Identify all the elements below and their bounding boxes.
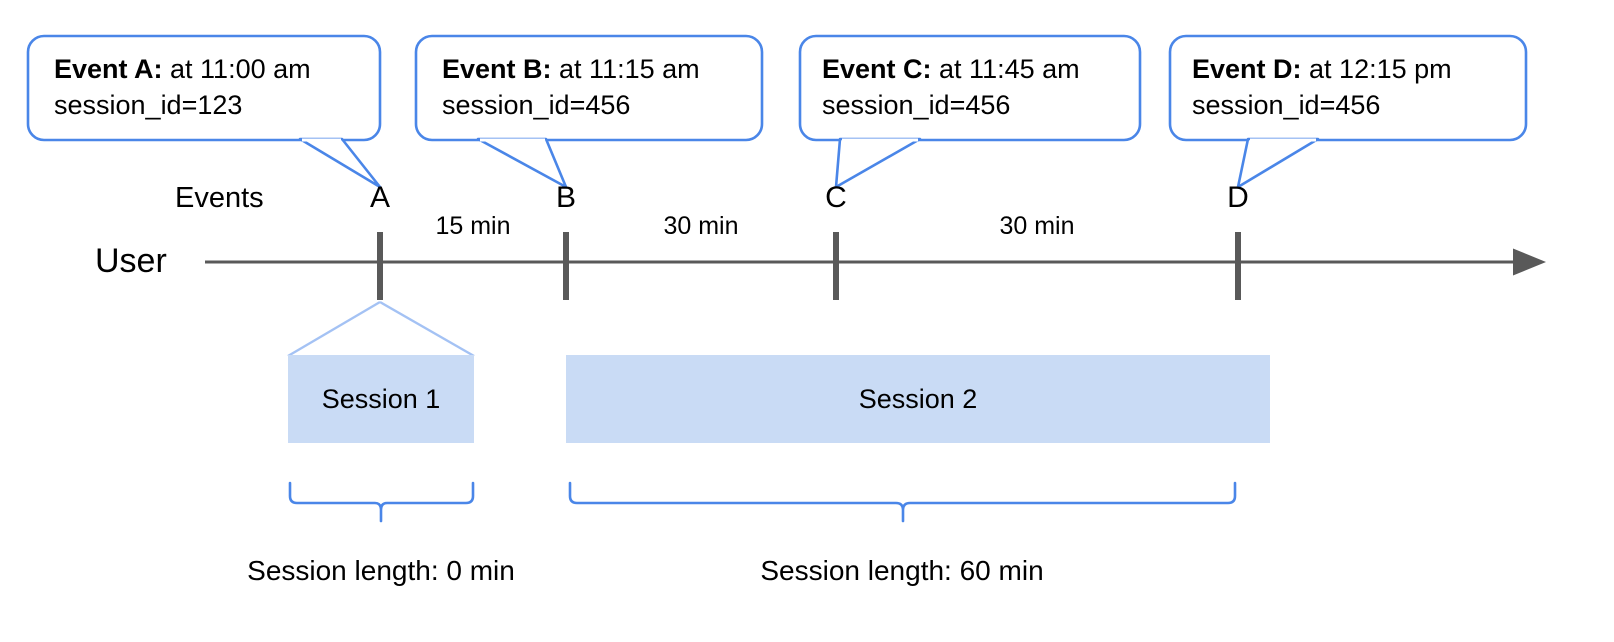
callout-a-tail (298, 137, 382, 189)
callout-b-tail (476, 137, 568, 189)
session-2-brace (568, 481, 1237, 523)
callout-b-lead: Event B: (442, 54, 552, 84)
gap-label-bc: 30 min (663, 212, 739, 240)
callout-a-shape (26, 34, 382, 189)
callout-a-line1: Event A: at 11:00 am (54, 52, 311, 88)
session-1-bar (288, 355, 474, 443)
callout-c-shape (798, 34, 1142, 189)
callout-a-line2: session_id=123 (54, 89, 243, 120)
session-1-length-label: Session length: 0 min (247, 555, 515, 586)
callout-d-lead: Event D: (1192, 54, 1302, 84)
callout-a-time: at 11:00 am (162, 54, 311, 84)
marker-letter-d: D (1227, 181, 1249, 214)
callout-c-time: at 11:45 am (931, 54, 1080, 84)
user-axis-label: User (95, 242, 167, 280)
callout-d-line1: Event D: at 12:15 pm (1192, 52, 1452, 88)
callout-d-tail (1236, 137, 1320, 189)
callout-d-line2: session_id=456 (1192, 89, 1381, 120)
callout-c-line1: Event C: at 11:45 am (822, 52, 1080, 88)
callout-d-time: at 12:15 pm (1301, 54, 1452, 84)
callout-c-text: Event C: at 11:45 am session_id=456 (822, 52, 1080, 123)
session-2-label: Session 2 (858, 384, 978, 414)
callout-b-line2: session_id=456 (442, 89, 631, 120)
callout-c-lead: Event C: (822, 54, 932, 84)
gap-label-ab: 15 min (435, 212, 511, 240)
events-row-label: Events (175, 182, 264, 214)
gap-label-cd: 30 min (999, 212, 1075, 240)
session-2-length-label: Session length: 60 min (760, 555, 1044, 586)
marker-letter-b: B (555, 181, 576, 214)
marker-letter-c: C (825, 181, 847, 214)
callout-b-time: at 11:15 am (551, 54, 700, 84)
callout-a-lead: Event A: (54, 54, 163, 84)
callout-c-line2: session_id=456 (822, 89, 1011, 120)
session-1-connector (287, 300, 475, 358)
callout-b-text: Event B: at 11:15 am session_id=456 (442, 52, 700, 123)
session-2-bar (566, 355, 1270, 443)
session-1-brace (288, 481, 475, 523)
callout-c-tail (834, 137, 922, 189)
callout-a-text: Event A: at 11:00 am session_id=123 (54, 52, 311, 123)
session-1-label: Session 1 (321, 384, 441, 414)
marker-letter-a: A (369, 181, 390, 214)
callout-b-line1: Event B: at 11:15 am (442, 52, 700, 88)
callout-b-shape (414, 34, 764, 189)
callout-d-shape (1168, 34, 1528, 189)
callout-d-text: Event D: at 12:15 pm session_id=456 (1192, 52, 1452, 123)
